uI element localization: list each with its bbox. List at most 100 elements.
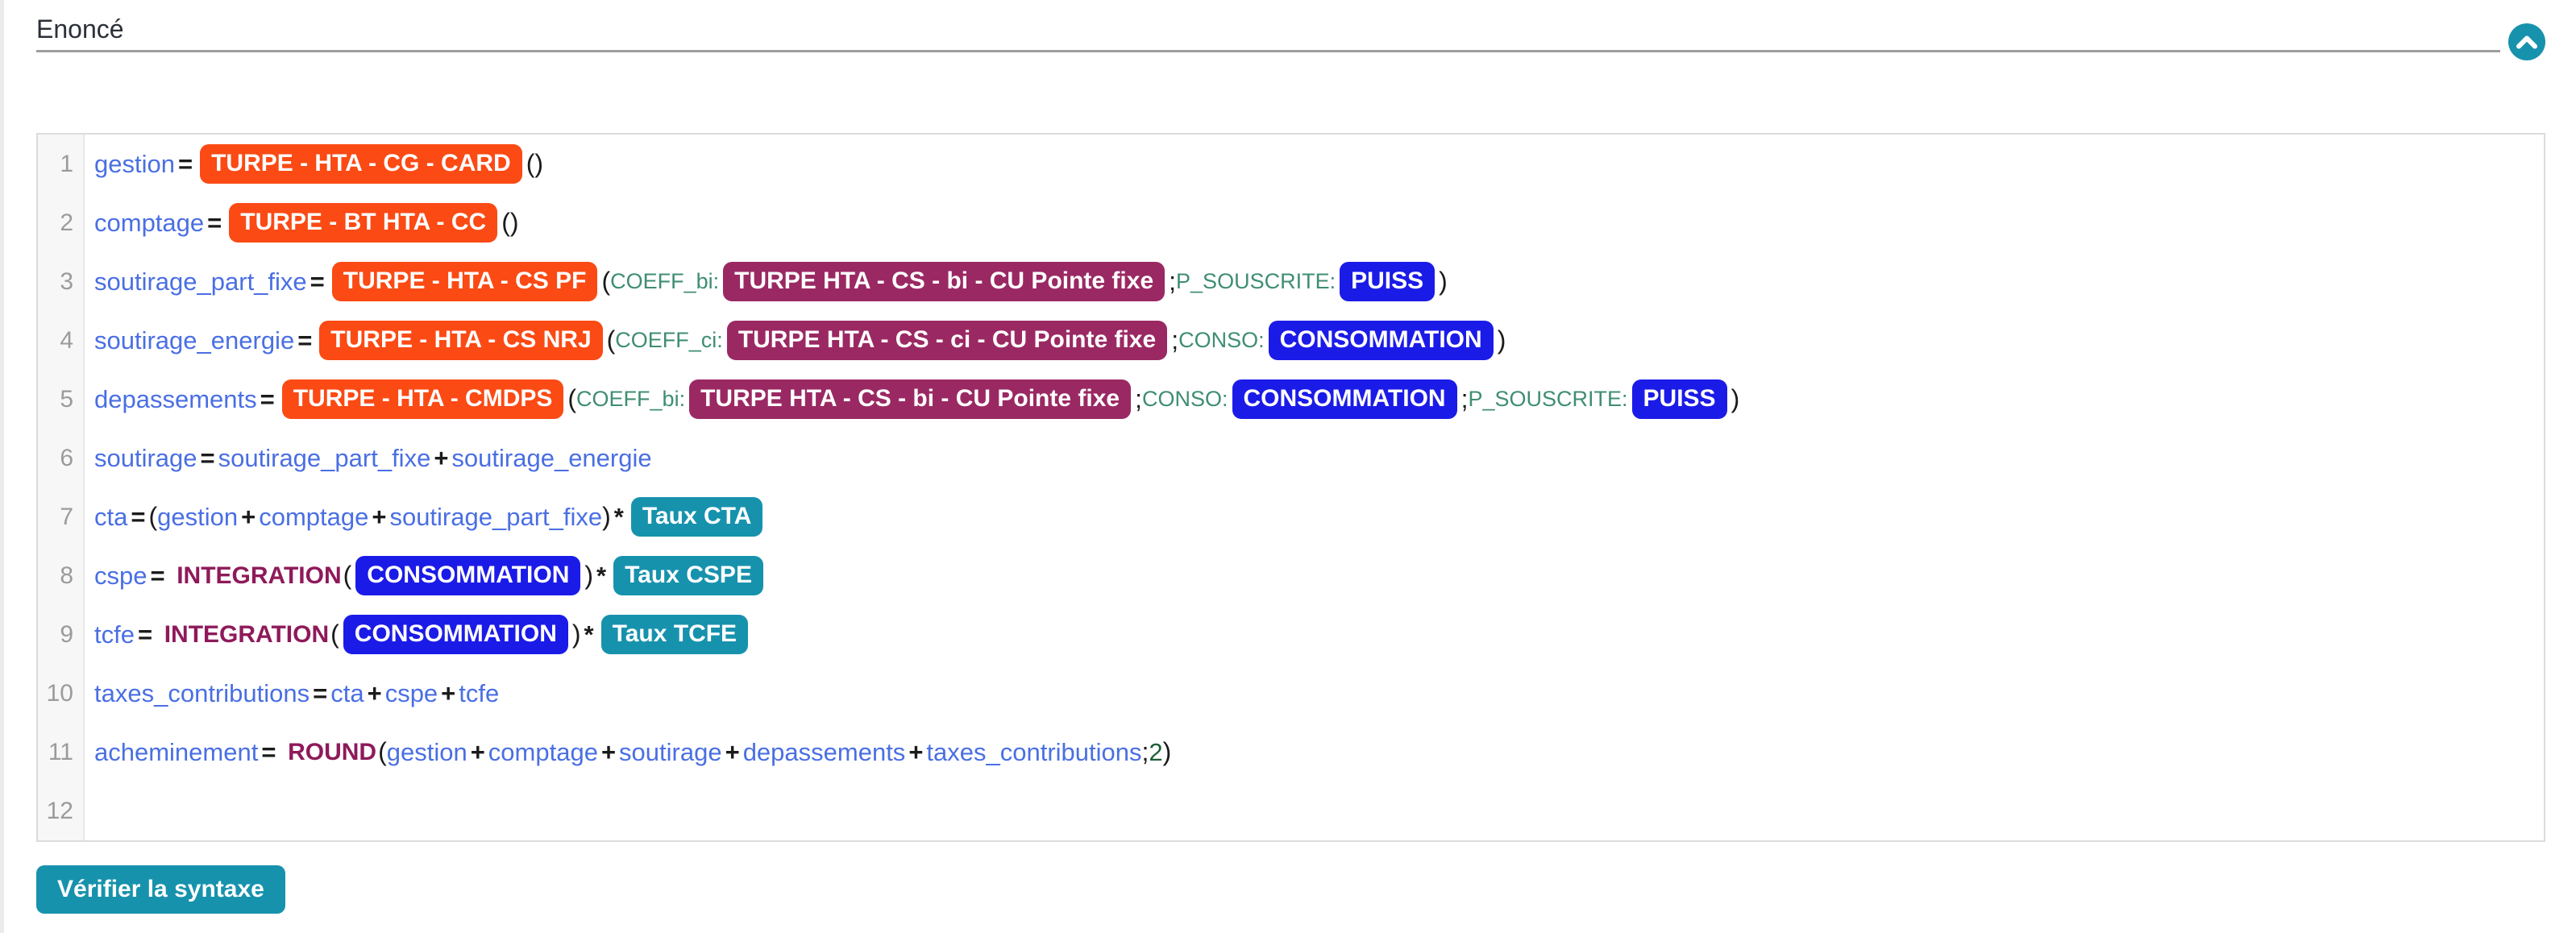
operator-token: = (297, 326, 313, 355)
line-number: 2 (38, 193, 85, 252)
param-label: P_SOUSCRITE: (1176, 269, 1336, 293)
collapse-panel-button[interactable] (2508, 23, 2545, 60)
input-variable-chip[interactable]: CONSOMMATION (343, 615, 568, 654)
tariff-chip[interactable]: TURPE - HTA - CS NRJ (319, 321, 603, 360)
input-variable-chip[interactable]: CONSOMMATION (1268, 321, 1494, 360)
operator-token: * (584, 620, 594, 649)
input-variable-chip[interactable]: PUISS (1340, 262, 1435, 301)
input-variable-chip[interactable]: CONSOMMATION (1232, 379, 1457, 419)
punctuation-token: ) (602, 502, 611, 531)
tariff-chip[interactable]: TURPE - HTA - CS PF (331, 262, 598, 301)
operator-token: = (207, 208, 222, 237)
operator-token: = (313, 678, 328, 707)
variable-token: cta (330, 678, 364, 707)
punctuation-token: ( (343, 561, 352, 590)
operator-token: = (131, 502, 146, 531)
param-label: COEFF_bi: (610, 269, 720, 293)
code-line[interactable]: soutirage=soutirage_part_fixe+soutirage_… (85, 429, 2544, 487)
variable-token: cta (94, 502, 128, 531)
variable-token: cspe (384, 678, 438, 707)
chevron-up-icon (2516, 35, 2537, 49)
code-line[interactable]: soutirage_energie=TURPE - HTA - CS NRJ(C… (85, 311, 2544, 370)
punctuation-token: ) (571, 620, 581, 649)
punctuation-token: ; (1141, 737, 1149, 766)
code-line[interactable]: depassements=TURPE - HTA - CMDPS(COEFF_b… (85, 370, 2544, 429)
variable-token: gestion (386, 737, 467, 766)
param-label: COEFF_ci: (615, 328, 723, 352)
punctuation-token: () (526, 149, 544, 178)
operator-token: = (137, 620, 160, 649)
tariff-chip[interactable]: TURPE - BT HTA - CC (229, 203, 498, 243)
punctuation-token: ; (1171, 326, 1179, 355)
punctuation-token: ( (601, 267, 611, 296)
operator-token: = (260, 384, 275, 413)
code-line[interactable]: cta=(gestion+comptage+soutirage_part_fix… (85, 487, 2544, 546)
code-line[interactable]: gestion=TURPE - HTA - CG - CARD() (85, 135, 2544, 193)
variable-token: acheminement (94, 737, 259, 766)
punctuation-token: ( (330, 620, 339, 649)
coefficient-chip[interactable]: TURPE HTA - CS - bi - CU Pointe fixe (689, 379, 1132, 419)
punctuation-token: ( (567, 384, 577, 413)
input-variable-chip[interactable]: PUISS (1631, 379, 1727, 419)
code-line[interactable]: soutirage_part_fixe=TURPE - HTA - CS PF(… (85, 252, 2544, 311)
verify-syntax-button[interactable]: Vérifier la syntaxe (36, 865, 285, 914)
punctuation-token: ( (148, 502, 158, 531)
panel-left-edge (0, 0, 4, 933)
param-label: CONSO: (1141, 387, 1228, 411)
variable-token: soutirage_part_fixe (94, 267, 307, 296)
function-keyword: INTEGRATION (177, 562, 342, 589)
punctuation-token: ( (606, 326, 616, 355)
coefficient-chip[interactable]: TURPE HTA - CS - bi - CU Pointe fixe (723, 262, 1165, 301)
code-line[interactable]: tcfe= INTEGRATION(CONSOMMATION)*Taux TCF… (85, 605, 2544, 664)
operator-token: * (596, 561, 607, 590)
code-line[interactable] (85, 782, 2544, 840)
rate-chip[interactable]: Taux CTA (630, 497, 763, 537)
variable-token: depassements (742, 737, 906, 766)
punctuation-token: ) (1439, 267, 1448, 296)
tariff-chip[interactable]: TURPE - HTA - CMDPS (281, 379, 564, 419)
function-keyword: ROUND (288, 738, 377, 765)
punctuation-token: ; (1135, 384, 1142, 413)
punctuation-token: ) (1162, 737, 1172, 766)
operator-token: = (177, 149, 193, 178)
line-number: 12 (38, 782, 85, 840)
param-label: CONSO: (1178, 328, 1265, 352)
line-number: 6 (38, 429, 85, 487)
line-number: 4 (38, 311, 85, 370)
code-line[interactable]: cspe= INTEGRATION(CONSOMMATION)*Taux CSP… (85, 546, 2544, 605)
variable-token: soutirage_energie (451, 443, 652, 472)
code-line[interactable]: acheminement= ROUND(gestion+comptage+sou… (85, 723, 2544, 782)
rate-chip[interactable]: Taux TCFE (600, 615, 749, 654)
coefficient-chip[interactable]: TURPE HTA - CS - ci - CU Pointe fixe (726, 321, 1168, 360)
operator-token: + (434, 443, 449, 472)
variable-token: comptage (94, 208, 205, 237)
line-number: 5 (38, 370, 85, 429)
operator-token: = (200, 443, 215, 472)
code-line[interactable]: taxes_contributions=cta+cspe+tcfe (85, 664, 2544, 723)
operator-token: + (908, 737, 924, 766)
line-number: 3 (38, 252, 85, 311)
operator-token: + (241, 502, 256, 531)
operator-token: + (725, 737, 740, 766)
rate-chip[interactable]: Taux CSPE (613, 556, 763, 595)
operator-token: + (600, 737, 617, 766)
variable-token: taxes_contributions (926, 737, 1142, 766)
input-variable-chip[interactable]: CONSOMMATION (355, 556, 581, 595)
punctuation-token: ( (378, 737, 387, 766)
variable-token: soutirage_part_fixe (218, 443, 431, 472)
variable-token: tcfe (94, 620, 135, 649)
code-line[interactable]: comptage=TURPE - BT HTA - CC() (85, 193, 2544, 252)
panel-header: Enoncé (36, 11, 2545, 60)
variable-token: comptage (488, 737, 598, 766)
tariff-chip[interactable]: TURPE - HTA - CG - CARD (200, 144, 522, 184)
variable-token: tcfe (459, 678, 500, 707)
